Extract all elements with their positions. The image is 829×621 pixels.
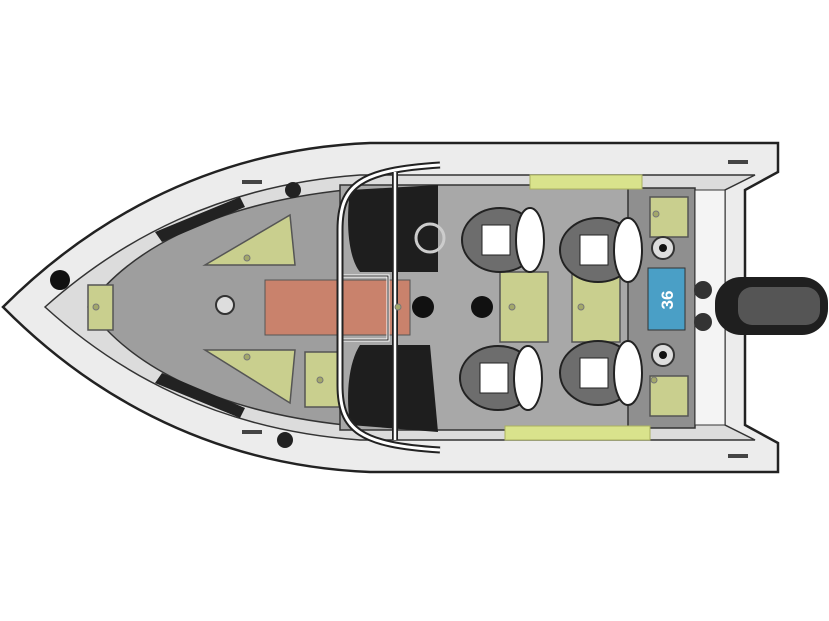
seat-port-fore[interactable] [461,207,545,273]
cleat [242,180,262,184]
cleat-hole [277,432,293,448]
trolling-motor-mount [215,295,235,315]
cleat [728,160,748,164]
side-storage-port [529,174,643,190]
storage-hatch-bow-starboard [202,349,296,405]
seat-starboard-fore[interactable] [459,345,543,411]
bow-light [50,270,70,290]
storage-hatch-bow-tip [87,284,114,331]
storage-hatch-bow-port [202,213,296,266]
cleat-hole [285,182,301,198]
cleat [242,430,262,434]
storage-hatch-center-fore [499,271,549,343]
rod-locker-port [155,197,245,242]
seat-base-hole [471,296,493,318]
stern-panel-label: 36 [658,291,677,310]
fuel-cap [694,313,712,331]
seat-base-hole [412,296,434,318]
steering-wheel [414,222,446,254]
storage-hatch-stern-starboard [649,375,689,417]
stern-panel [647,267,686,331]
seat-port-aft[interactable] [559,217,643,283]
side-storage-starboard [504,425,651,441]
fuel-cap [694,281,712,299]
seat-starboard-aft[interactable] [559,340,643,406]
rod-locker-starboard [155,373,245,418]
cleat [728,454,748,458]
